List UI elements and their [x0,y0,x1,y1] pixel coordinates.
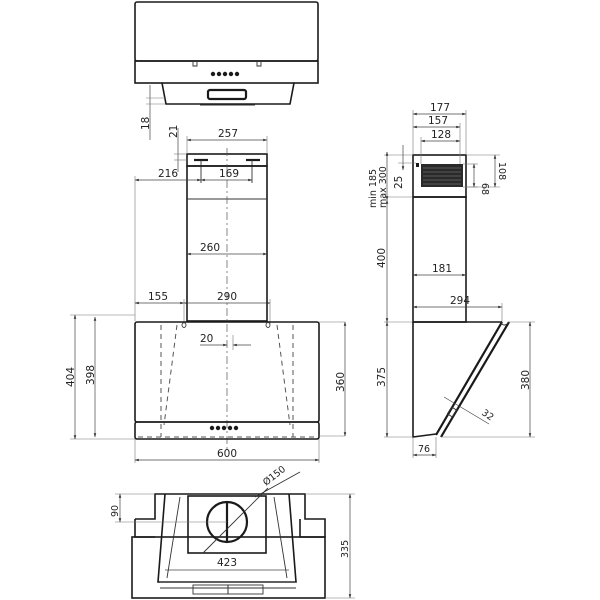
dim-380: 380 [520,370,532,390]
dim-32: 32 [479,407,495,423]
dim-398: 398 [85,365,97,385]
dim-155: 155 [148,291,168,303]
top-view-hooks [192,62,262,67]
dim-21: 21 [168,125,180,138]
outlet-plate [187,495,267,554]
dim-diameter-150: Ø150 [261,464,288,488]
dim-108: 108 [496,162,507,180]
mount-hooks [181,322,271,328]
front-view: 257 21 216 169 260 155 290 [65,125,347,463]
control-buttons [210,71,240,77]
side-body [412,322,437,438]
dim-257: 257 [218,128,238,140]
side-view: 177 157 128 min 185 max 300 25 68 108 40… [368,102,535,458]
top-view: 18 [134,1,319,140]
dim-max-300: max 300 [378,166,389,208]
dim-76: 76 [418,444,430,455]
dim-18: 18 [140,117,152,130]
dim-260: 260 [200,242,220,254]
dim-216: 216 [158,168,178,180]
dim-128: 128 [431,129,451,141]
dim-404: 404 [65,367,77,387]
dim-min-185: min 185 [368,169,379,208]
dim-177: 177 [430,102,450,114]
dim-157: 157 [428,115,448,127]
front-control-buttons [209,425,239,431]
top-view-front-edge [134,60,319,84]
dim-400: 400 [376,248,388,268]
dim-375: 375 [376,367,388,387]
top-view-body [134,1,319,62]
dim-600: 600 [217,448,237,460]
dim-335: 335 [340,540,351,558]
dim-68: 68 [479,183,490,195]
top-view-lower-body [161,82,295,105]
dim-25: 25 [393,176,405,189]
dim-169: 169 [219,168,239,180]
vent-grille [421,164,463,187]
dim-360: 360 [335,372,347,392]
dim-20: 20 [200,333,213,345]
dim-90: 90 [110,505,121,517]
top-view-light [206,88,248,101]
dim-423: 423 [217,557,237,569]
dim-294: 294 [450,295,470,307]
dim-181: 181 [432,263,452,275]
bottom-view: Ø150 90 423 335 [110,464,355,599]
hood-bottom-strip [134,421,320,440]
bottom-body [131,536,326,599]
glass-panel [435,321,510,438]
dim-290: 290 [217,291,237,303]
